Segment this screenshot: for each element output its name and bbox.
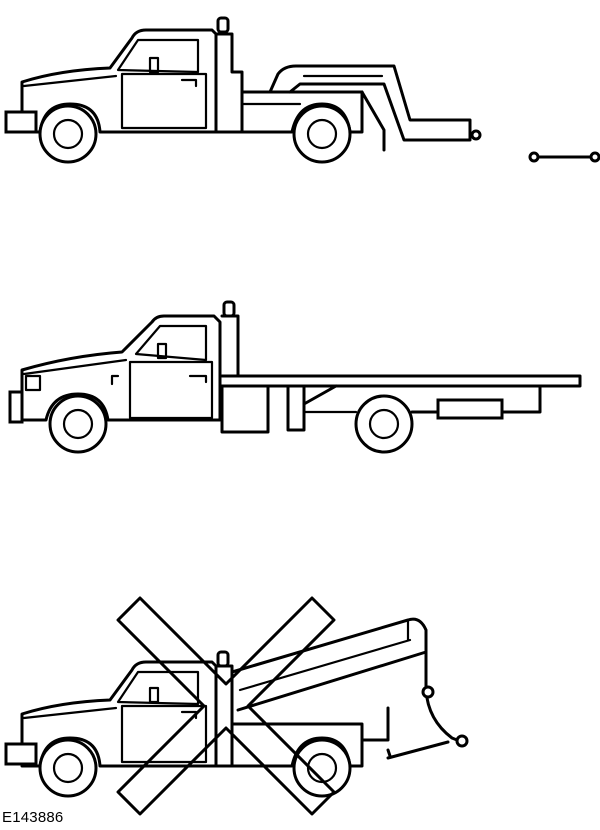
cross-x-icon bbox=[116, 596, 336, 816]
cab-window bbox=[116, 38, 200, 74]
door-handle bbox=[180, 78, 198, 88]
flatbed-tow-truck bbox=[8, 300, 582, 454]
truck-body bbox=[20, 314, 222, 422]
beacon-light bbox=[216, 16, 230, 34]
lift-hook bbox=[470, 129, 482, 141]
rear-wheel bbox=[292, 104, 352, 164]
flatbed-deck bbox=[220, 374, 582, 388]
truck-body bbox=[20, 660, 218, 768]
cab-window bbox=[116, 670, 200, 706]
sling-tow-truck bbox=[4, 596, 469, 816]
door-handle bbox=[188, 374, 208, 384]
cab-window bbox=[134, 324, 208, 362]
front-wheel bbox=[48, 394, 108, 454]
beacon-light bbox=[222, 300, 236, 318]
rear-wheel bbox=[354, 394, 414, 454]
wheel-lift-tow-truck bbox=[4, 16, 600, 164]
front-wheel bbox=[38, 738, 98, 798]
front-wheel bbox=[38, 104, 98, 164]
figure-code-label: E143886 bbox=[2, 809, 64, 826]
front-bumper bbox=[4, 742, 38, 766]
rear-wheel bbox=[292, 738, 352, 798]
side-toolbox bbox=[436, 398, 504, 420]
truck-body bbox=[20, 28, 218, 134]
cab-door bbox=[128, 360, 214, 420]
cab-door bbox=[120, 72, 208, 130]
front-bumper bbox=[8, 390, 24, 424]
beacon-light bbox=[216, 650, 230, 668]
front-bumper bbox=[4, 110, 38, 134]
cab-door bbox=[120, 704, 208, 764]
boom-arm bbox=[268, 64, 472, 142]
